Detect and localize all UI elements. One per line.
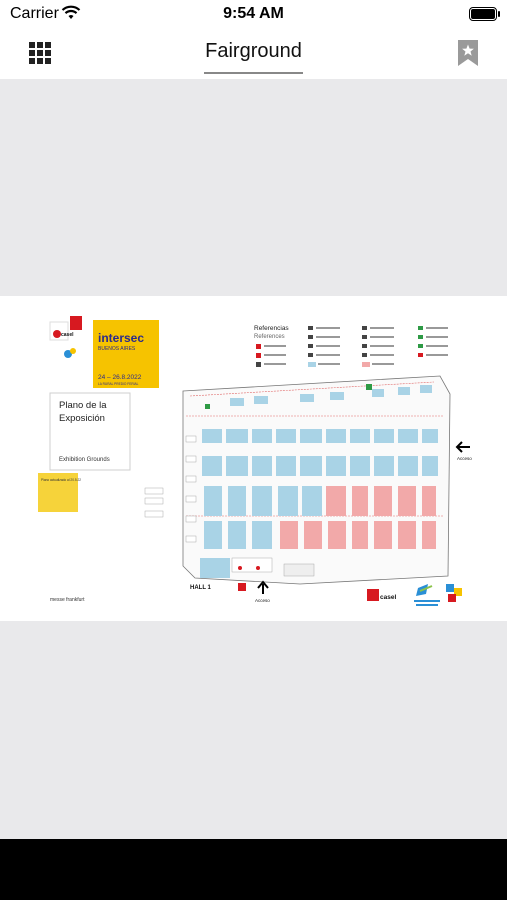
fairground-map[interactable]: casel intersec BUENOS AIRES 24 – 26.8.20… (0, 296, 507, 621)
references-subtitle: References (254, 334, 285, 340)
access-right-label: Acceso (457, 456, 472, 461)
plan-title-line1: Plano de la (59, 400, 107, 411)
partner-logo (446, 584, 462, 602)
outer-stand-column (144, 487, 164, 518)
fire-extinguisher-icon (238, 583, 246, 591)
stand-row-1 (202, 429, 438, 443)
casel-footer-logo: casel (367, 589, 396, 601)
left-stand-column (185, 435, 197, 543)
update-note (38, 473, 78, 512)
brand-mark (70, 316, 82, 330)
bottom-bar (0, 839, 507, 900)
event-dates: 24 – 26.8.2022 (98, 374, 142, 381)
organizer-label: messe frankfurt (50, 597, 85, 603)
clock: 9:54 AM (223, 5, 284, 22)
sponsor-logo (64, 348, 76, 358)
battery-icon (469, 7, 500, 21)
intersec-badge (93, 320, 159, 388)
casel-logo: casel (49, 321, 74, 341)
references-title: Referencias (254, 325, 289, 332)
stand-row-3 (204, 486, 436, 516)
plan-title-box (49, 392, 131, 471)
svg-text:casel: casel (61, 332, 74, 338)
grid-menu-button[interactable] (29, 42, 51, 64)
bottom-stand (200, 558, 230, 578)
event-city: BUENOS AIRES (98, 346, 136, 352)
plan-title-line2: Exposición (59, 413, 105, 424)
stand-row-2 (202, 456, 438, 476)
bookmark-star-icon[interactable] (457, 39, 479, 67)
carrier-label: Carrier (10, 5, 59, 22)
event-venue: LA RURAL PREDIO FERIAL (98, 382, 139, 386)
references-legend (256, 326, 448, 367)
title-underline (204, 72, 303, 74)
bottom-service-area-2 (283, 563, 315, 577)
event-name: intersec (98, 331, 144, 345)
page-title: Fairground (205, 40, 302, 62)
status-bar: Carrier 9:54 AM (0, 0, 507, 28)
access-arrow-right (455, 441, 470, 453)
hall-outline (182, 375, 451, 585)
navigation-bar: Fairground (0, 28, 507, 79)
bottom-service-area (231, 557, 273, 573)
stand-row-4 (204, 521, 436, 549)
plan-subtitle: Exhibition Grounds (59, 457, 110, 463)
wifi-icon (61, 5, 81, 19)
hall-label: HALL 1 (190, 585, 212, 591)
access-bottom-label: Acceso (255, 598, 270, 603)
access-arrow-bottom (257, 580, 269, 594)
svg-text:casel: casel (380, 594, 396, 601)
service-stands (205, 384, 432, 409)
note-text: Plano actualizado al 20.5.22 (41, 478, 81, 482)
chamber-logo (414, 584, 440, 606)
exhibition-floor-plan: casel intersec BUENOS AIRES 24 – 26.8.20… (38, 316, 472, 606)
